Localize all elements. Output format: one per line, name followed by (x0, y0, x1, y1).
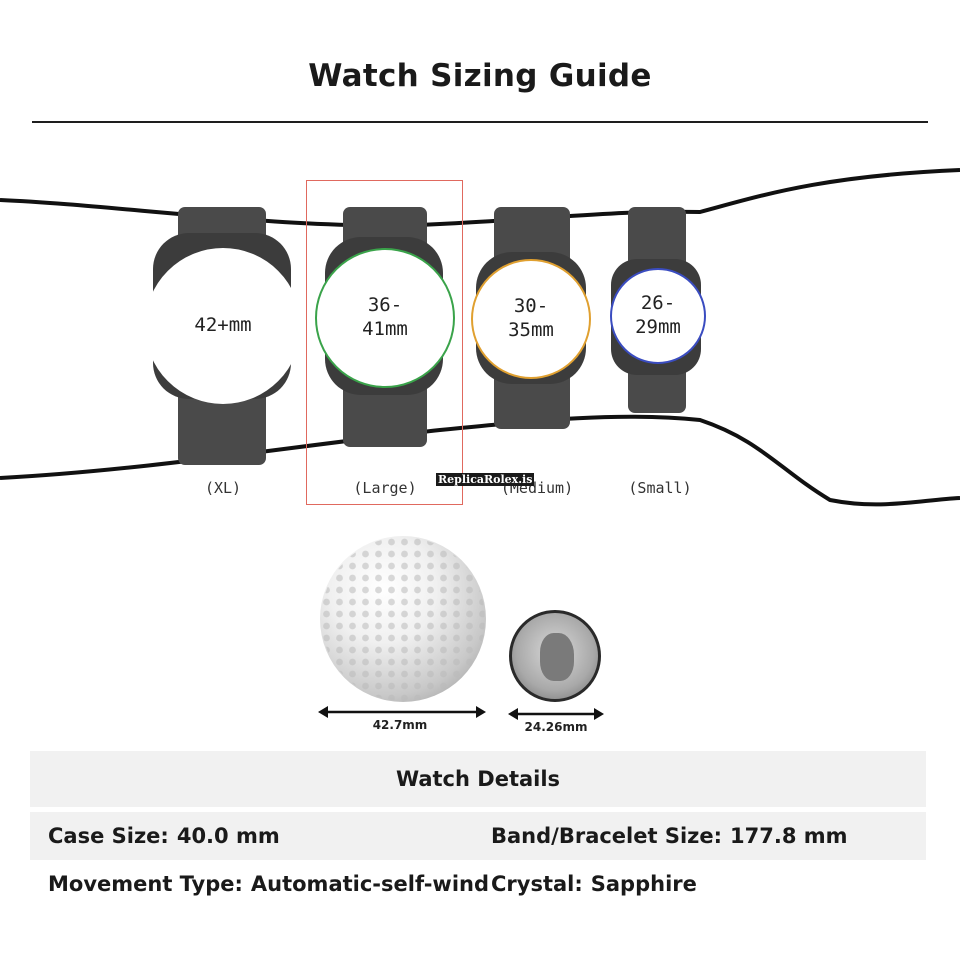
dial: 36- 41mm (315, 248, 455, 388)
page-title: Watch Sizing Guide (308, 58, 652, 94)
dial: 30- 35mm (471, 259, 591, 379)
movement-cell: Movement Type: Automatic-self-wind (48, 860, 489, 908)
case-size-value: 40.0 mm (176, 824, 280, 848)
band-size-label: Band/Bracelet Size: (491, 824, 723, 848)
golf-ball-size: 42.7mm (372, 718, 428, 732)
crystal-label: Crystal: (491, 872, 583, 896)
size-text: 42+mm (194, 314, 252, 337)
crystal-value: Sapphire (590, 872, 697, 896)
details-row: Movement Type: Automatic-self-wind Crysta… (30, 860, 926, 908)
case-size-cell: Case Size: 40.0 mm (48, 812, 280, 860)
coin-portrait (540, 633, 574, 681)
label-small: (Small) (628, 479, 692, 497)
watermark: ReplicaRolex.is (436, 473, 535, 486)
dial: 26- 29mm (610, 268, 706, 364)
details-heading: Watch Details (30, 751, 926, 807)
selected-size-highlight (306, 180, 463, 505)
quarter-dimension-arrow (508, 708, 604, 720)
wrist-outline (0, 168, 960, 507)
crystal-cell: Crystal: Sapphire (491, 860, 697, 908)
golf-ball-dimples (321, 537, 485, 701)
movement-label: Movement Type: (48, 872, 243, 896)
golf-ball-dimension-arrow (318, 706, 486, 718)
dial: 42+mm (145, 248, 301, 404)
size-text: 36- 41mm (362, 294, 408, 340)
title-divider (32, 121, 928, 123)
quarter-size: 24.26mm (524, 720, 588, 734)
size-text: 26- 29mm (635, 292, 681, 338)
golf-ball-image (320, 536, 486, 702)
size-text: 30- 35mm (508, 295, 554, 341)
movement-value: Automatic-self-wind (250, 872, 490, 896)
label-xl: (XL) (204, 479, 242, 497)
details-row: Case Size: 40.0 mm Band/Bracelet Size: 177… (30, 812, 926, 860)
case-size-label: Case Size: (48, 824, 169, 848)
quarter-coin-image (509, 610, 601, 702)
band-size-value: 177.8 mm (730, 824, 848, 848)
label-large: (Large) (353, 479, 417, 497)
band-size-cell: Band/Bracelet Size: 177.8 mm (491, 812, 848, 860)
